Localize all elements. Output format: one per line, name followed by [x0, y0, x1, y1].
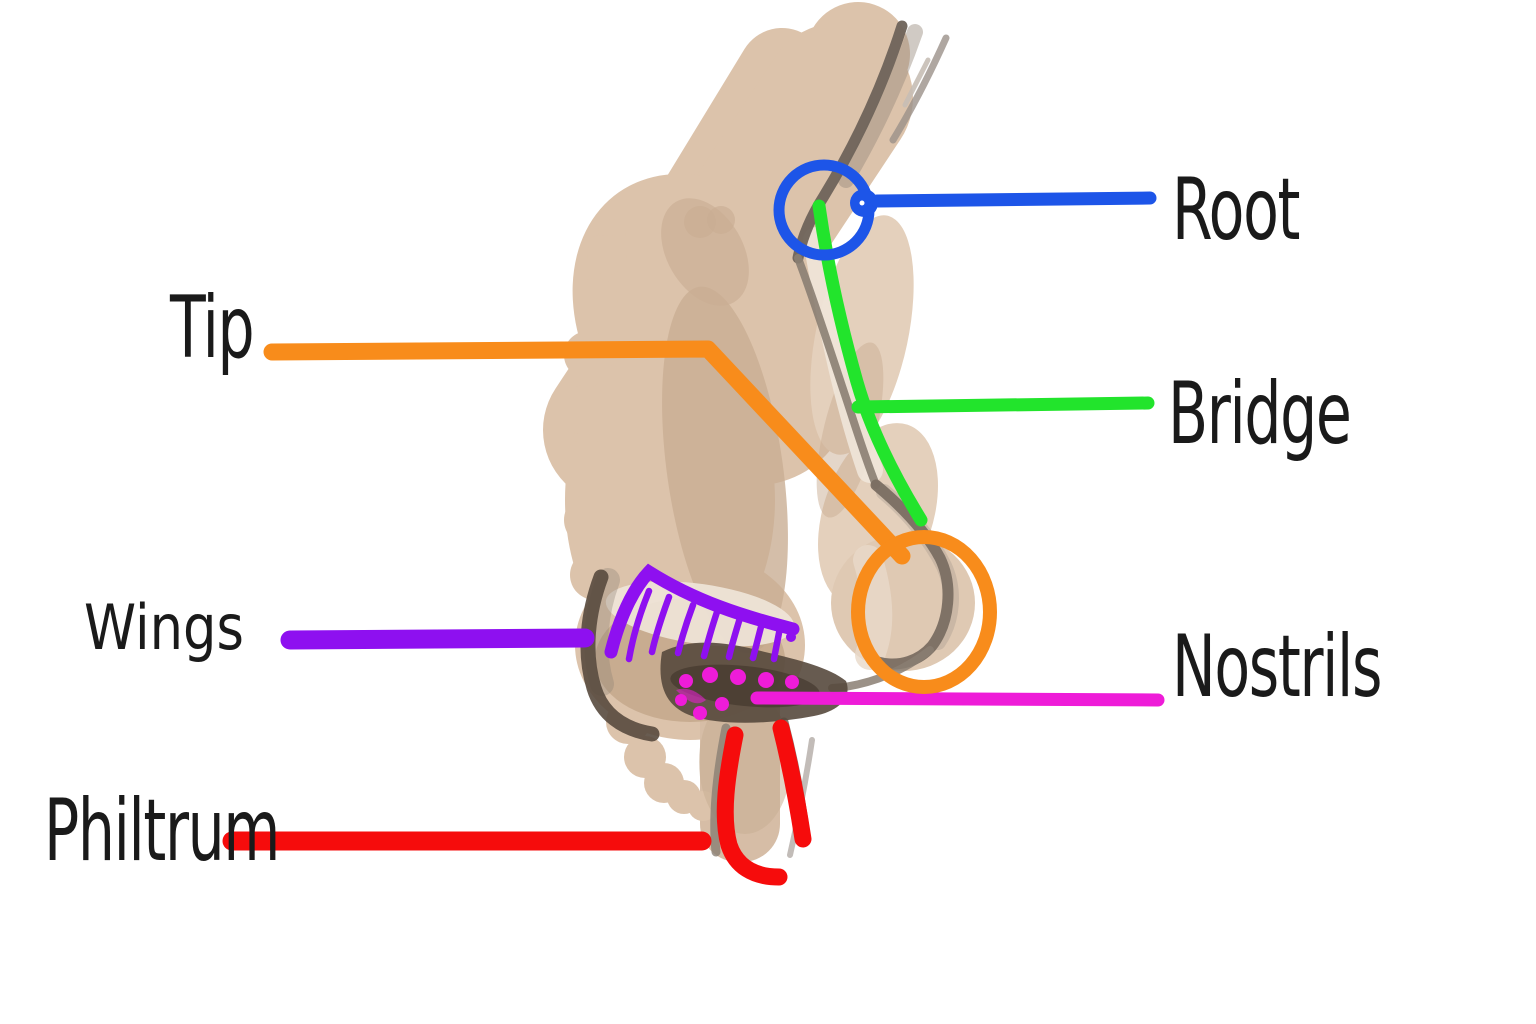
brow-stroke-light-slash: [902, 57, 931, 108]
wings-marking: [280, 563, 800, 663]
nostrils-callout-line: [750, 691, 1165, 707]
dark-outlines: [580, 20, 959, 858]
wing-outline-soft: [584, 568, 620, 696]
label-wings: Wings: [84, 591, 244, 664]
tip-callout: [263, 340, 997, 694]
root-callout: [773, 159, 1157, 261]
philtrum-flank-left: [710, 723, 731, 857]
bridge-callout-line: [851, 396, 1155, 414]
root-anchor-dot: [859, 200, 865, 206]
tip-callout-line: [263, 340, 911, 565]
bridge-edge-stroke: [794, 254, 880, 489]
label-bridge: Bridge: [1168, 364, 1352, 464]
label-root: Root: [1172, 160, 1300, 260]
tip-circle: [851, 530, 997, 694]
brow-stroke-gray: [889, 34, 950, 144]
label-philtrum: Philtrum: [44, 781, 280, 881]
brow-stroke-soft: [838, 24, 923, 188]
nostril-dotted-outline: [675, 667, 799, 720]
shadow-central-column: [662, 286, 788, 654]
shadow-bump-1: [684, 206, 716, 238]
nostril-magenta-scribble: [676, 688, 706, 704]
shadow-bump-2: [707, 206, 735, 234]
philtrum-trace-left: [716, 726, 788, 886]
brow-stroke-main: [792, 20, 908, 264]
philtrum-marking: [222, 719, 812, 886]
label-nostrils: Nostrils: [1172, 617, 1382, 717]
wing-outline-trace: [604, 563, 800, 659]
root-callout-line: [870, 191, 1157, 208]
wings-callout-line: [280, 628, 595, 650]
wing-hatch-lines: [625, 587, 784, 663]
wing-trace-end-dot: [786, 632, 796, 642]
nostrils-marking: [675, 667, 1165, 720]
wing-outline-dark: [580, 569, 660, 742]
label-tip: Tip: [170, 278, 255, 378]
philtrum-trace-right: [772, 719, 812, 848]
highlight-wing-top: [605, 581, 795, 647]
